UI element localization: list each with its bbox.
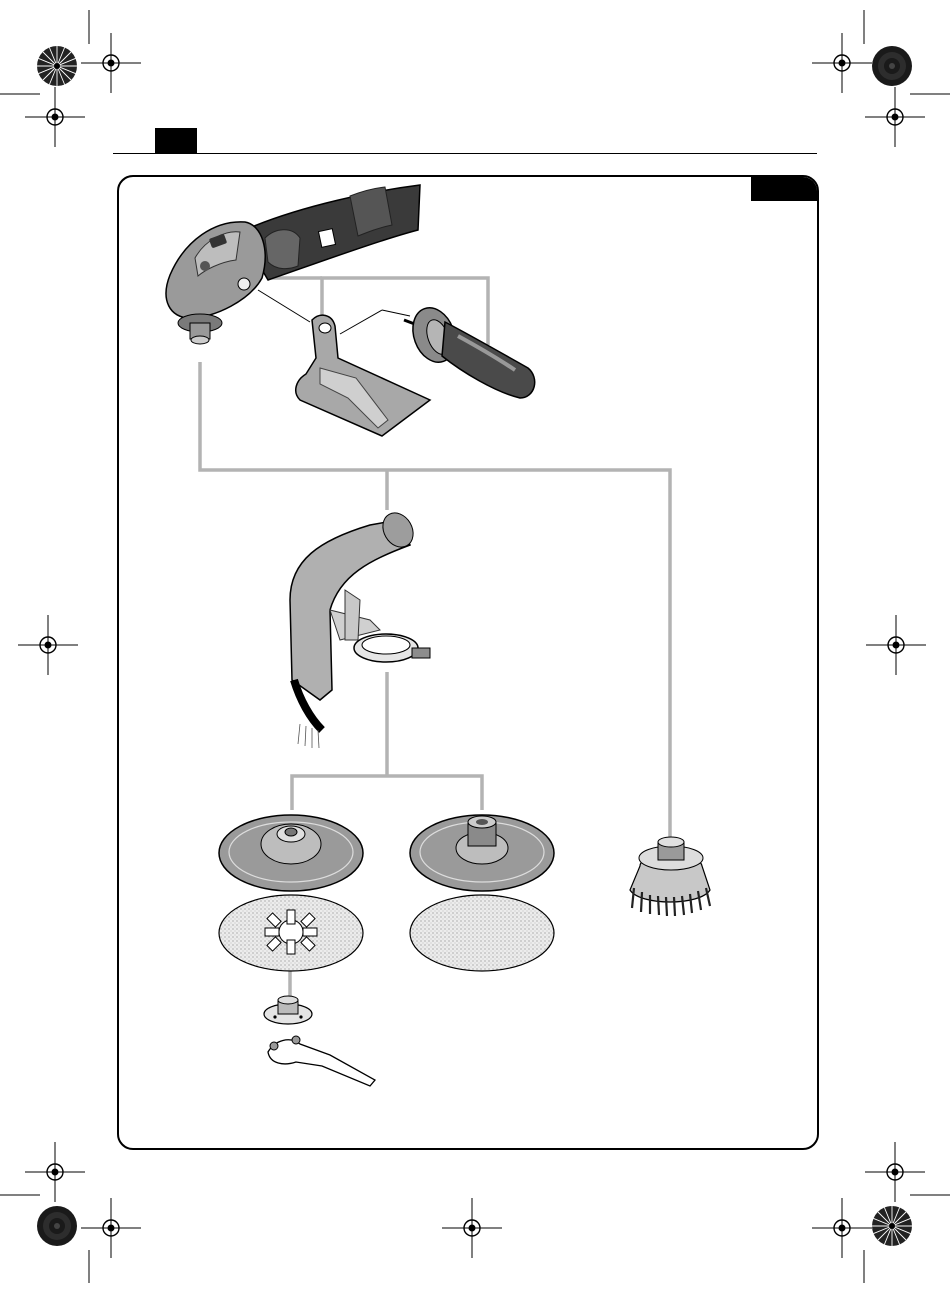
backing-pad-icon [410,815,554,891]
spanner-icon [264,996,375,1086]
wire-cup-brush-icon [630,837,710,916]
side-handle-icon [404,302,535,398]
connector-lines [200,278,670,1002]
angle-polisher-icon [166,185,420,344]
sanding-disc-icon [410,895,554,971]
backing-pad-icon [219,815,363,891]
dust-hood-icon [290,507,430,748]
hand-guard-icon [296,315,430,436]
sanding-disc-icon [219,895,363,971]
